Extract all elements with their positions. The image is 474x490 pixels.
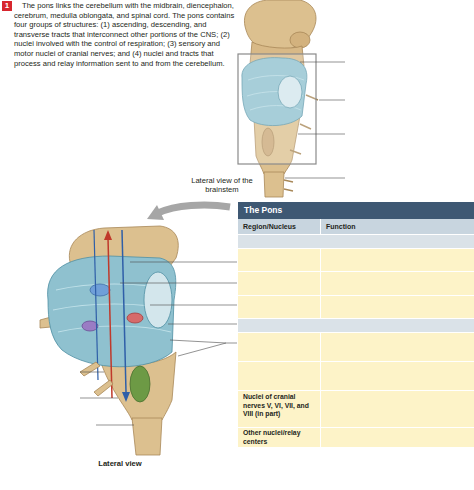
- intro-paragraph: The pons links the cerebellum with the m…: [14, 1, 238, 68]
- table-cell: Other nuclei/relay centers: [243, 429, 319, 446]
- descending-tract: [94, 230, 98, 380]
- table-header-bar: [238, 202, 474, 219]
- table-cell: [238, 428, 320, 447]
- olive: [130, 366, 150, 402]
- leader-line: [298, 134, 345, 135]
- arrow-shaft: [158, 205, 230, 213]
- spinal-cord: [264, 172, 284, 197]
- leader-line: [120, 283, 237, 284]
- leader-bracket: [170, 340, 237, 356]
- table-cell: [321, 249, 474, 271]
- mammillary-body: [290, 32, 310, 48]
- highlight-box: [238, 54, 316, 164]
- ascending-tract: [108, 238, 112, 398]
- table-cell: [321, 333, 474, 361]
- table-cell: [321, 391, 474, 427]
- leader-line: [150, 305, 237, 306]
- table-grid: [238, 219, 474, 447]
- figure-caption: Lateral view: [78, 459, 162, 469]
- leader-line: [80, 372, 104, 373]
- table-cell: [238, 362, 320, 390]
- spinal-cord: [132, 418, 162, 455]
- table-cell: [321, 296, 474, 318]
- column-header-cell: [321, 219, 474, 234]
- leader-line: [319, 100, 345, 101]
- arrow-head: [147, 205, 164, 220]
- table-group-band: [238, 235, 474, 248]
- respiratory-center: [82, 321, 98, 331]
- figure-caption: Lateral view of the brainstem: [184, 176, 260, 194]
- descending-tract: [122, 230, 126, 392]
- leader-line: [285, 178, 345, 179]
- table-title: The Pons: [244, 204, 444, 216]
- cranial-nerve-nucleus: [127, 313, 143, 323]
- table-cell: [321, 362, 474, 390]
- pontine-nucleus: [90, 284, 110, 296]
- cranial-nerve-roots: [80, 362, 113, 396]
- diencephalon: [244, 0, 316, 50]
- pons-illustration: [40, 226, 178, 455]
- leader-lines: [285, 62, 345, 178]
- zoom-arrow: [147, 205, 230, 220]
- pons: [48, 256, 176, 367]
- column-header: Region/Nucleus: [243, 221, 319, 232]
- table-cell: [321, 272, 474, 295]
- tract-arrowhead: [104, 230, 112, 240]
- column-header: Function: [326, 221, 466, 232]
- leader-line: [130, 262, 237, 263]
- table-group-band: [238, 319, 474, 332]
- leader-line: [168, 324, 237, 325]
- leader-line: [96, 425, 134, 426]
- step-number: 1: [2, 1, 12, 11]
- table-cell: [238, 249, 320, 271]
- summary-table: [238, 202, 474, 447]
- leader-line: [80, 398, 118, 399]
- table-cell: [238, 333, 320, 361]
- table-cell: Nuclei of cranial nerves V, VI, VII, and…: [243, 393, 319, 419]
- table-cell: [238, 272, 320, 295]
- leader-lines: [80, 262, 237, 425]
- table-cell: [238, 391, 320, 427]
- table-cell: [321, 428, 474, 447]
- leader-line: [300, 62, 345, 63]
- tract-arrowhead: [122, 392, 130, 402]
- table-cell: [238, 296, 320, 318]
- column-header-cell: [238, 219, 320, 234]
- cerebellar-peduncle: [144, 272, 172, 328]
